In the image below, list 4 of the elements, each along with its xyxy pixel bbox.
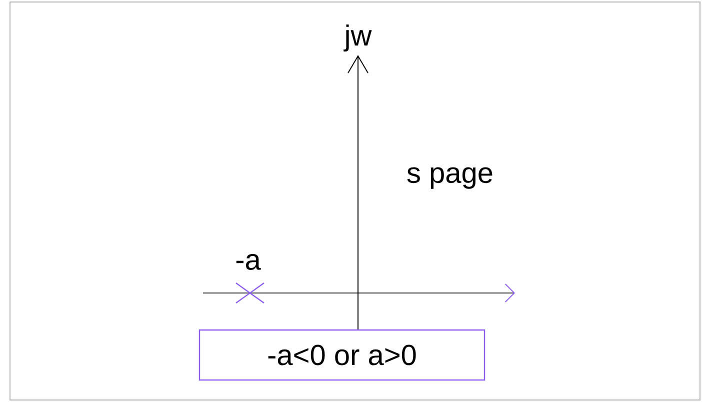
plane-label: s page [407, 167, 492, 189]
axis-label: jw [344, 24, 372, 52]
condition-box: -a<0 or a>0 [198, 329, 486, 381]
pole-label: -a [236, 254, 261, 270]
